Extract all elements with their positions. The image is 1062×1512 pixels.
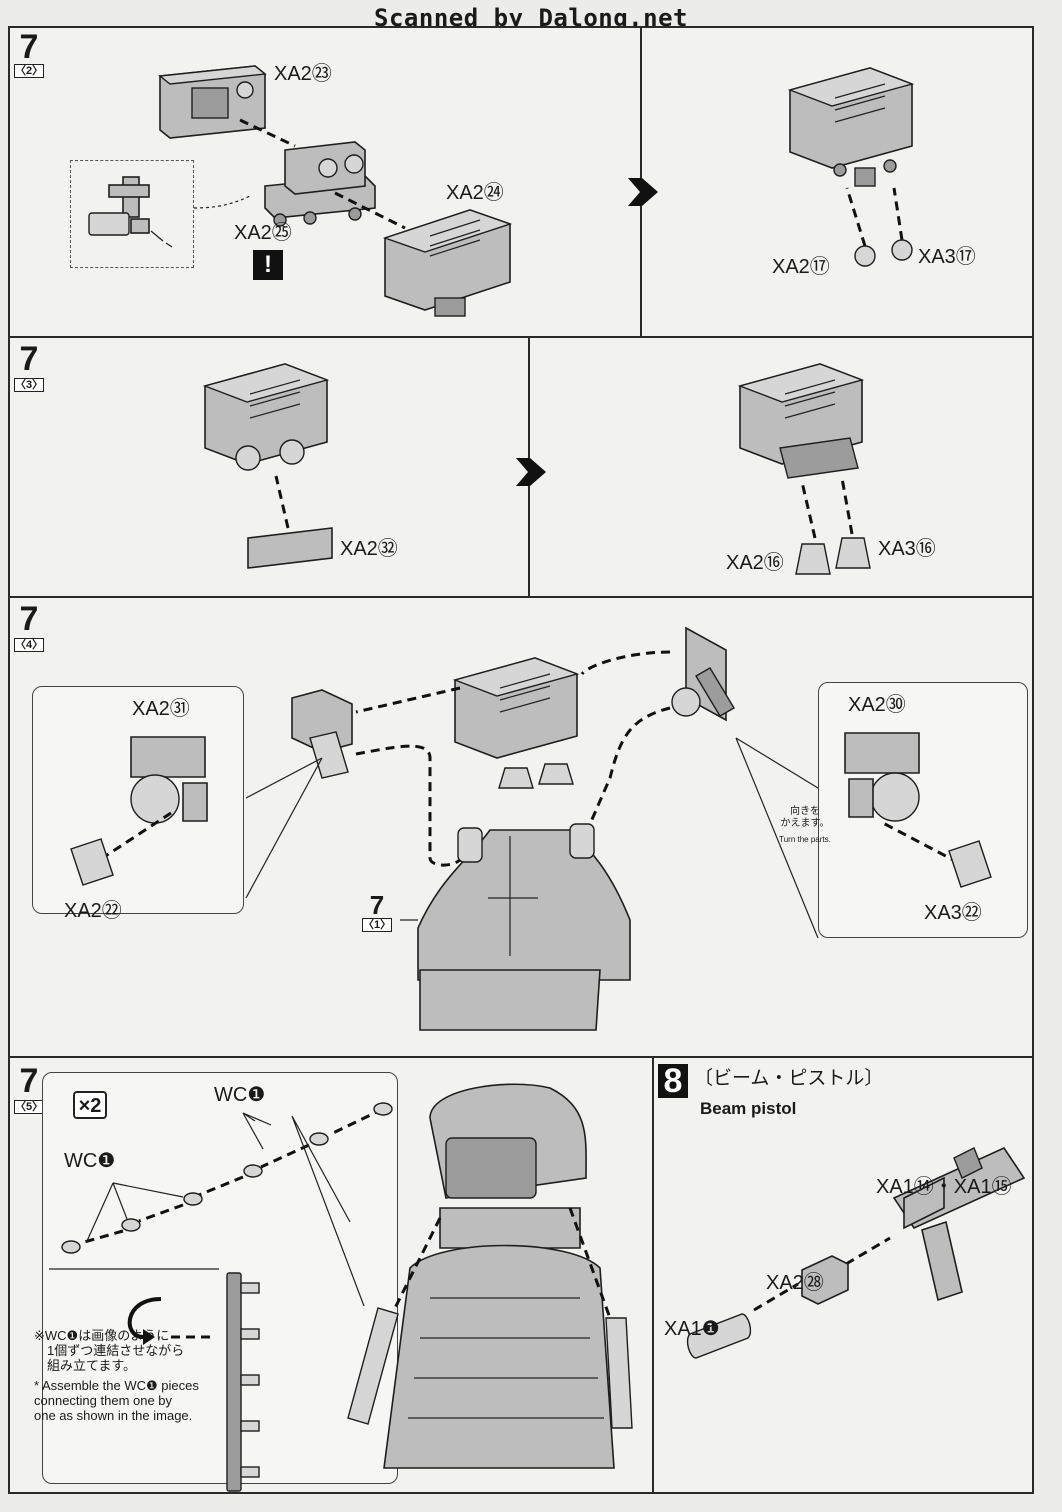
left-arm-drawing (70, 736, 208, 886)
label-xa2-22: XA2㉒ (64, 900, 122, 922)
wc-chain-drawing (49, 1102, 393, 1492)
label-wc-1-top: WC❶ (214, 1084, 266, 1106)
detail-part-drawing (88, 176, 173, 248)
beam-pistol-drawing (686, 1146, 1026, 1359)
multiplier-badge: ×2 (73, 1091, 107, 1119)
next-step-arrow (628, 178, 658, 206)
step-substep: 〈5〉 (14, 1100, 44, 1114)
step-substep: 〈2〉 (14, 64, 44, 78)
label-xa2-28: XA2㉘ (766, 1272, 824, 1294)
turn-parts-note-jp: 向きを かえます。 (780, 806, 830, 829)
step-7-2-panel: 7 〈2〉 (8, 26, 1034, 338)
assembly-note-jp: ※WC❶は画像のように 1個ずつ連結させながら 組み立てます。 (34, 1328, 185, 1373)
step-7-4-main-drawing (245, 626, 819, 1031)
step-number: 7 (19, 600, 39, 638)
label-xa2-32: XA2㉜ (340, 538, 398, 560)
label-xa2-16: XA2⑯ (726, 552, 784, 574)
step-7-3-right-drawing (737, 363, 871, 575)
step-7-4-panel: 7 〈4〉 XA2㉛ XA2㉒ XA2㉚ XA3㉒ 向きを かえます。 Turn… (8, 596, 1034, 1058)
label-xa2-17: XA2⑰ (772, 256, 830, 278)
wc-assembly-inset: ×2 (42, 1072, 398, 1492)
label-xa1-14-15: XA1⑭・XA1⑮ (876, 1176, 1012, 1198)
step-substep: 〈3〉 (14, 378, 44, 392)
part-xa2-23 (158, 65, 267, 139)
next-step-arrow (516, 458, 546, 486)
assembly-note-en: * Assemble the WC❶ pieces connecting the… (34, 1378, 199, 1423)
step-7-3-panel: 7 〈3〉 XA2㉜ XA2⑯ XA3⑯ (8, 336, 1034, 598)
part-xa2-25 (264, 141, 376, 227)
reference-step-number: 7 (369, 890, 385, 920)
left-arm-inset (32, 686, 244, 914)
part-xa2-24 (382, 209, 513, 317)
label-xa3-22: XA3㉒ (924, 902, 982, 924)
label-xa3-16: XA3⑯ (878, 538, 936, 560)
step-number: 7 (19, 1062, 39, 1100)
step-7-2-left-drawing (158, 65, 513, 317)
step-7-3-left-drawing (202, 363, 333, 569)
label-xa2-25: XA2㉕ (234, 222, 292, 244)
label-xa2-31: XA2㉛ (132, 698, 190, 720)
step-title-jp: 〔ビーム・ピストル〕 (694, 1068, 884, 1089)
warning-icon: ! (253, 250, 283, 280)
detail-inset (70, 160, 194, 268)
step-7-2-right-drawing (787, 67, 915, 267)
turn-parts-note-en: Turn the parts. (779, 835, 831, 844)
right-arm-drawing (844, 732, 992, 888)
label-xa2-24: XA2㉔ (446, 182, 504, 204)
step-number: 8 (658, 1064, 688, 1098)
label-xa2-23: XA2㉓ (274, 63, 332, 85)
step-title-en: Beam pistol (700, 1099, 797, 1118)
right-arm-inset (818, 682, 1028, 938)
step-7-5-main-drawing (291, 1083, 633, 1469)
step-substep: 〈4〉 (14, 638, 44, 652)
step-8-panel: 8 〔ビーム・ピストル〕 Beam pistol XA1⑭・XA1⑮ XA2㉘ … (652, 1056, 1034, 1494)
reference-step-substep: 〈1〉 (362, 918, 392, 932)
step-number: 7 (19, 340, 39, 378)
label-xa2-30: XA2㉚ (848, 694, 906, 716)
step-7-5-panel: 7 〈5〉 ×2 WC❶ (8, 1056, 654, 1494)
label-wc-1-left: WC❶ (64, 1150, 116, 1172)
label-xa1-1: XA1❶ (664, 1318, 720, 1340)
label-xa3-17: XA3⑰ (918, 246, 976, 268)
step-number: 7 (19, 28, 39, 66)
